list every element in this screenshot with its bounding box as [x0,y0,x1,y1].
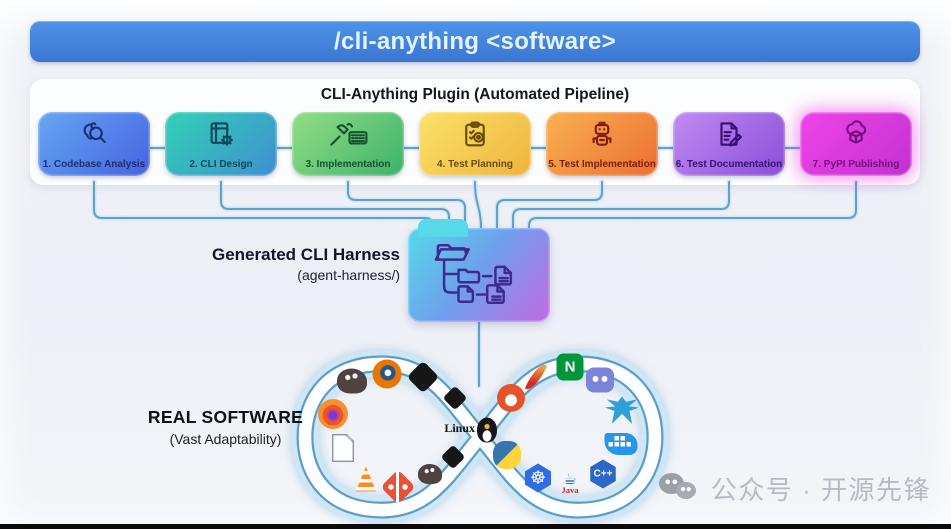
pipeline-step-2: 2. CLI Design [165,112,277,176]
firefox-logo [318,399,348,429]
step-label: 1. Codebase Analysis [42,159,146,170]
hammer-keyboard-icon [292,117,404,151]
pipeline-card: CLI-Anything Plugin (Automated Pipeline)… [30,79,920,185]
pipeline-title: CLI-Anything Plugin (Automated Pipeline) [320,86,630,103]
bottom-letterbox [0,524,951,529]
document-pencil-icon [673,117,785,151]
prometheus-logo [497,384,525,412]
gimp-logo [337,368,367,394]
vlc-logo [355,466,377,492]
pipeline-step-4: 4. Test Planning [419,112,531,176]
watermark-text: 公众号 · 开源先锋 [710,475,931,505]
command-banner: /cli-anything <software> [30,21,920,62]
harness-label: Generated CLI Harness (agent-harness/) [205,245,400,283]
software-subtitle: (Vast Adaptability) [169,431,282,447]
command-text: /cli-anything <software> [334,27,616,55]
step-label: 6. Test Documentation [675,159,783,170]
generated-harness-box [408,219,550,322]
cpp-logo: C++ [590,459,616,489]
robot-icon [546,117,658,151]
watermark: 公众号 · 开源先锋 [658,470,931,507]
harness-title: Generated CLI Harness [211,245,400,264]
pipeline-step-3: 3. Implementation [292,112,404,176]
linux-wordmark: Linux [444,421,475,435]
software-title: REAL SOFTWARE [147,407,304,427]
inkscape-3-logo [440,444,466,470]
pipeline-step-6: 6. Test Documentation [673,112,785,176]
step-label: 4. Test Planning [437,159,513,170]
harness-subtitle: (agent-harness/) [297,267,400,283]
kubernetes-logo: ☸ [524,463,552,493]
inkscape-logo [406,360,440,394]
java-logo: ☕Java [561,469,579,495]
wechat-icon [658,472,699,506]
pipeline-steps: 1. Codebase Analysis 2. CLI Design 3. Impl… [38,112,912,176]
step-label: 5. Test Implementation [548,159,656,170]
git-logo [380,469,416,505]
step-label: 7. PyPI Publishing [812,159,900,170]
software-label: REAL SOFTWARE (Vast Adaptability) [128,407,323,447]
step-label: 3. Implementation [305,159,391,170]
twitter-logo [605,396,639,425]
linux-logo [477,417,497,443]
blueprint-gear-icon [165,117,277,151]
inkscape-2-logo [442,385,468,411]
pipeline-step-5: 5. Test Implementation [546,112,658,176]
nginx-logo: N [556,353,584,381]
blender-logo [372,359,402,389]
discord-logo [586,367,614,393]
libreoffice-logo [332,434,354,462]
cloud-package-icon [800,117,912,151]
step-label: 2. CLI Design [189,159,253,170]
folder-tree-icon [427,235,531,316]
clipboard-target-icon [419,117,531,151]
docker-logo [604,433,638,455]
apache-logo [524,361,548,393]
gimp-2-logo [418,464,442,484]
brain-search-icon [38,117,150,151]
pipeline-step-7: 7. PyPI Publishing [800,112,912,176]
python-logo [493,441,521,469]
pipeline-step-1: 1. Codebase Analysis [38,112,150,176]
